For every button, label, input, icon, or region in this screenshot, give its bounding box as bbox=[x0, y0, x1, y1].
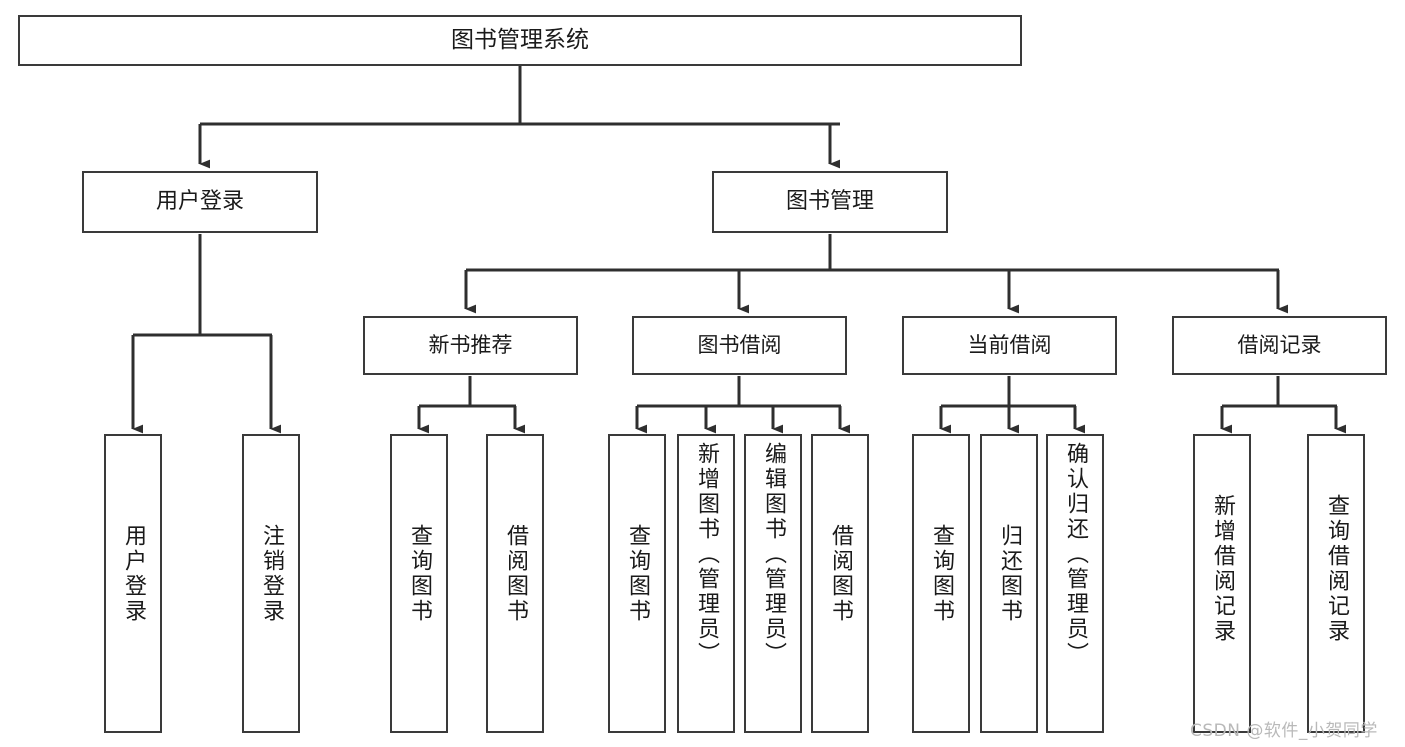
leaf-borrow-book-borrow[interactable]: 借阅图书 bbox=[811, 434, 869, 733]
leaf-query-book-borrow[interactable]: 查询图书 bbox=[608, 434, 666, 733]
leaf-query-borrow-record[interactable]: 查询借阅记录 bbox=[1307, 434, 1365, 733]
node-book-manage[interactable]: 图书管理 bbox=[712, 171, 948, 233]
leaf-borrow-book-recommend-label: 借阅图书 bbox=[503, 524, 528, 624]
csdn-watermark: CSDN @软件_小贺同学 bbox=[1190, 721, 1378, 741]
leaf-query-borrow-record-label: 查询借阅记录 bbox=[1324, 494, 1349, 644]
node-root-label: 图书管理系统 bbox=[451, 27, 589, 54]
node-book-borrow[interactable]: 图书借阅 bbox=[632, 316, 847, 375]
leaf-edit-book-admin-label: 编辑图书（管理员） bbox=[761, 442, 786, 667]
node-current-borrow[interactable]: 当前借阅 bbox=[902, 316, 1117, 375]
leaf-add-borrow-record-label: 新增借阅记录 bbox=[1210, 494, 1235, 644]
leaf-query-book-borrow-label: 查询图书 bbox=[625, 524, 650, 624]
leaf-borrow-book-recommend[interactable]: 借阅图书 bbox=[486, 434, 544, 733]
node-root-book-management-system[interactable]: 图书管理系统 bbox=[18, 15, 1022, 66]
node-new-book-recommend[interactable]: 新书推荐 bbox=[363, 316, 578, 375]
leaf-borrow-book-borrow-label: 借阅图书 bbox=[828, 524, 853, 624]
node-book-manage-label: 图书管理 bbox=[785, 189, 874, 215]
node-user-login[interactable]: 用户登录 bbox=[82, 171, 318, 233]
leaf-query-book-current-label: 查询图书 bbox=[929, 524, 954, 624]
leaf-add-borrow-record[interactable]: 新增借阅记录 bbox=[1193, 434, 1251, 733]
leaf-query-book-recommend-label: 查询图书 bbox=[407, 524, 432, 624]
leaf-user-login[interactable]: 用户登录 bbox=[104, 434, 162, 733]
node-user-login-label: 用户登录 bbox=[155, 189, 244, 215]
leaf-add-book-admin-label: 新增图书（管理员） bbox=[694, 442, 719, 667]
node-borrow-record-label: 借阅记录 bbox=[1237, 333, 1322, 358]
leaf-user-login-label: 用户登录 bbox=[121, 524, 146, 624]
node-book-borrow-label: 图书借阅 bbox=[697, 333, 782, 358]
leaf-return-book-label: 归还图书 bbox=[997, 524, 1022, 624]
leaf-query-book-current[interactable]: 查询图书 bbox=[912, 434, 970, 733]
leaf-edit-book-admin[interactable]: 编辑图书（管理员） bbox=[744, 434, 802, 733]
leaf-confirm-return-admin[interactable]: 确认归还（管理员） bbox=[1046, 434, 1104, 733]
leaf-query-book-recommend[interactable]: 查询图书 bbox=[390, 434, 448, 733]
leaf-return-book[interactable]: 归还图书 bbox=[980, 434, 1038, 733]
node-borrow-record[interactable]: 借阅记录 bbox=[1172, 316, 1387, 375]
node-new-book-recommend-label: 新书推荐 bbox=[428, 333, 513, 358]
leaf-logout-login-label: 注销登录 bbox=[259, 524, 284, 624]
leaf-logout-login[interactable]: 注销登录 bbox=[242, 434, 300, 733]
leaf-add-book-admin[interactable]: 新增图书（管理员） bbox=[677, 434, 735, 733]
leaf-confirm-return-admin-label: 确认归还（管理员） bbox=[1063, 442, 1088, 667]
node-current-borrow-label: 当前借阅 bbox=[967, 333, 1052, 358]
